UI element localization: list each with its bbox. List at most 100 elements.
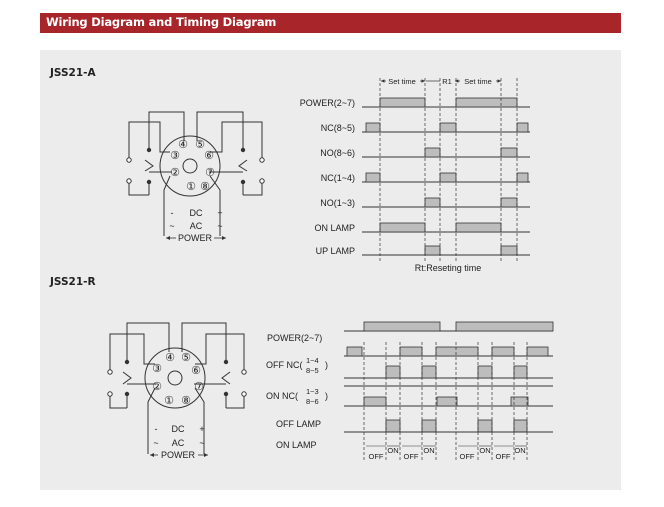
jss21r-pin-1: ① <box>164 395 174 407</box>
jss21r-timing-waveforms <box>344 321 554 462</box>
jss21r-socket-ring <box>144 347 206 409</box>
jss21a-timing-waveforms <box>362 78 530 262</box>
jss21a-row-on-lamp: ON LAMP <box>314 223 355 233</box>
jss21r-row-on-nc-paren: ) <box>325 391 328 401</box>
jss21a-row-no86: NO(8~6) <box>320 148 355 158</box>
jss21a-pulse-nc14 <box>516 172 529 183</box>
jss21a-terminal-open <box>259 157 265 163</box>
jss21a-terminal-dot <box>240 147 246 153</box>
jss21a-wire <box>243 181 263 196</box>
jss21a-pin-8: ⑧ <box>200 181 210 193</box>
jss21a-pulse-nc85 <box>516 122 529 133</box>
jss21a-terminal-open <box>126 157 132 163</box>
jss21r-pulse-on-nc <box>510 396 529 407</box>
jss21r-row-on-nc-prefix: ON NC( <box>266 391 298 401</box>
jss21a-label: JSS21-A <box>50 67 96 79</box>
jss21r-pulse-on-nc <box>363 396 387 407</box>
jss21r-pulse-off-nc <box>346 346 363 357</box>
jss21r-wiring <box>109 322 245 454</box>
jss21a-footnote: Rt:Reseting time <box>415 263 482 273</box>
jss21a-wire <box>209 175 221 236</box>
jss21a-pulse-no13 <box>424 197 441 208</box>
jss21r-pulse-power <box>455 321 554 332</box>
jss21a-row-power: POWER(2~7) <box>300 98 355 108</box>
jss21a-row-nc14: NC(1~4) <box>321 173 355 183</box>
jss21r-terminal-dot <box>124 359 130 365</box>
jss21a-pulse-nc14 <box>365 172 381 183</box>
jss21a-row-up-lamp: UP LAMP <box>316 246 355 256</box>
jss21r-tilde-left: ~ <box>153 438 158 448</box>
jss21r-pin-7: ⑦ <box>194 381 204 393</box>
jss21r-row-off-lamp: OFF LAMP <box>276 419 321 429</box>
jss21r-pulse-off-nc-on <box>385 365 401 379</box>
jss21a-tilde-left: ~ <box>169 221 174 231</box>
jss21a-power: POWER <box>178 233 213 243</box>
jss21r-row-on-nc-top: 1~3 <box>306 387 319 396</box>
jss21r-off-label: OFF <box>496 452 511 461</box>
jss21r-terminal-dot <box>223 359 229 365</box>
jss21a-terminal-open <box>259 178 265 184</box>
jss21r-pin-8: ⑧ <box>181 395 191 407</box>
jss21a-pulse-no86 <box>500 147 518 158</box>
jss21a-pulse-on-lamp <box>379 222 426 233</box>
jss21a-pin-6: ⑥ <box>204 150 214 162</box>
jss21r-terminal-dot <box>223 391 229 397</box>
jss21r-pulse-off-nc-on <box>477 365 493 379</box>
jss21a-pulse-power <box>379 97 426 108</box>
jss21r-terminal-dot <box>124 391 130 397</box>
jss21r-terminal-open <box>107 369 113 375</box>
jss21r-wire <box>109 394 127 409</box>
jss21r-pulse-off-nc <box>435 346 479 357</box>
jss21a-pulse-nc85 <box>439 122 457 133</box>
section-title: Wiring Diagram and Timing Diagram <box>46 15 277 29</box>
jss21a-pulse-on-lamp <box>455 222 502 233</box>
jss21r-pulse-off-nc <box>491 346 515 357</box>
jss21r-on-label: ON <box>387 446 398 455</box>
jss21r-wire <box>195 333 245 372</box>
jss21r-off-label: OFF <box>369 452 384 461</box>
jss21r-pulse-off-lamp <box>385 419 401 433</box>
jss21r-pulse-off-lamp <box>477 419 493 433</box>
jss21a-socket-ring <box>159 135 221 197</box>
jss21a-pin-7: ⑦ <box>205 167 215 179</box>
jss21a-contact <box>238 159 248 172</box>
jss21a-wire <box>163 175 171 236</box>
jss21a-pulse-no86 <box>424 147 441 158</box>
jss21r-pulse-power <box>363 321 441 332</box>
jss21a-pulse-power <box>455 97 518 108</box>
jss21a-r1: R1 <box>442 77 452 86</box>
jss21r-pulse-off-nc-on <box>513 365 528 379</box>
jss21a-contact <box>144 159 154 172</box>
jss21r-off-label: OFF <box>460 452 475 461</box>
jss21r-on-label: ON <box>479 446 490 455</box>
jss21a-wiring <box>128 111 263 236</box>
jss21r-minus: - <box>155 424 158 434</box>
jss21r-row-power: POWER(2~7) <box>267 333 322 343</box>
jss21a-terminal-dot <box>146 147 152 153</box>
jss21a-pin-5: ⑤ <box>195 139 205 151</box>
jss21r-tilde-right: ~ <box>199 438 204 448</box>
jss21r-row-off-nc-prefix: OFF NC( <box>266 360 303 370</box>
jss21r-power: POWER <box>161 450 196 460</box>
jss21r-terminal-open <box>241 369 247 375</box>
jss21a-pin-3: ③ <box>170 150 180 162</box>
jss21a-ac: AC <box>190 221 203 231</box>
jss21a-wire <box>148 111 185 150</box>
jss21a-set-time-2: Set time <box>464 77 492 86</box>
jss21a-dc: DC <box>190 208 203 218</box>
jss21r-row-off-nc-bottom: 8~5 <box>306 366 319 375</box>
jss21a-row-no13: NO(1~3) <box>320 198 355 208</box>
jss21r-wire <box>147 387 156 454</box>
jss21a-wire <box>210 121 263 160</box>
jss21r-socket-key <box>167 370 183 386</box>
jss21a-minus: - <box>171 208 174 218</box>
jss21r-pulse-off-lamp <box>421 419 437 433</box>
jss21r-pulse-on-nc <box>436 396 458 407</box>
jss21r-wire <box>126 322 170 362</box>
jss21r-plus: + <box>199 424 204 434</box>
jss21a-terminal-open <box>126 178 132 184</box>
jss21r-wire <box>109 333 155 372</box>
jss21r-contact <box>122 371 132 385</box>
